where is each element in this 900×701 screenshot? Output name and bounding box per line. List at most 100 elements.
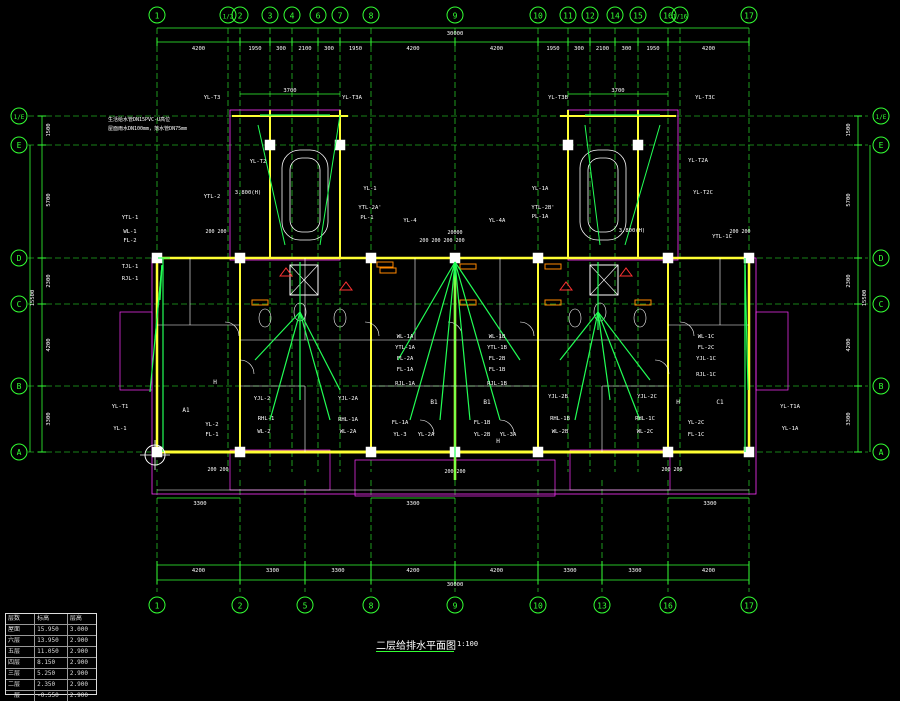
axis-bubble-label: 9 <box>453 12 458 21</box>
dimension-total: 30000 <box>447 31 464 37</box>
pipe-label: FL-1B <box>489 367 506 373</box>
axis-bubble-label: 10 <box>533 12 543 21</box>
drain-pipe <box>597 311 651 381</box>
fixture <box>379 267 397 274</box>
pipe-label: RJL-1A <box>395 381 416 387</box>
axis-bubble-label: 11 <box>563 12 573 21</box>
axis-bubble-label: 7 <box>338 12 343 21</box>
dimension-value: 1950 <box>349 46 362 52</box>
pipe-label: WL-2B <box>552 429 569 435</box>
pipe-label: YL-T3 <box>204 95 221 101</box>
stair-well <box>579 149 627 241</box>
pipe-label: YL-T2A <box>688 158 709 164</box>
pipe-label: RHL-1B <box>550 416 571 422</box>
axis-bubble-label: 3 <box>268 12 273 21</box>
sanitary-fixture <box>568 308 582 328</box>
axis-bubble-label: 2 <box>238 602 243 611</box>
axis-bubble-label: 9 <box>453 602 458 611</box>
pipe-label: RJL-1C <box>696 372 716 378</box>
dimension-value: 2100 <box>298 46 311 52</box>
dimension-value: 4200 <box>846 338 852 351</box>
axis-bubble <box>10 377 28 395</box>
drain-pipe <box>559 311 599 361</box>
pipe-label: YJL-2A <box>338 396 359 402</box>
annotation-note: 屋面雨水DN100mm，落水管DN75mm <box>108 125 187 132</box>
axis-bubble <box>740 6 758 24</box>
pipe-label: FL-2C <box>698 345 715 351</box>
fixture <box>544 299 562 306</box>
structural-column <box>334 139 346 151</box>
axis-bubble-label: D <box>17 254 22 263</box>
axis-bubble <box>671 6 689 24</box>
pipe-label: FL-1C <box>688 432 705 438</box>
pipe-label: YL-3A <box>500 432 517 438</box>
sanitary-fixture <box>333 308 347 328</box>
level-cell: 2.350 <box>35 680 68 690</box>
structural-column <box>662 446 674 458</box>
axis-bubble-label: E <box>17 141 22 150</box>
title-underline <box>376 651 454 652</box>
drain-pipe <box>584 124 601 246</box>
dimension-total: 15500 <box>862 290 868 307</box>
axis-bubble-label: 1 <box>155 602 160 611</box>
level-cell: 3.000 <box>69 626 88 633</box>
axis-bubble <box>231 596 249 614</box>
axis-bubble-label: 1 <box>155 12 160 21</box>
pipe-label: TJL-1 <box>122 264 139 270</box>
dimension-value: 200 200 <box>207 467 228 473</box>
axis-bubble <box>529 596 547 614</box>
axis-bubble <box>362 596 380 614</box>
door-swing <box>654 359 670 375</box>
axis-bubble <box>629 6 647 24</box>
axis-bubble <box>10 107 28 125</box>
pipe-label: FL-2B <box>489 356 506 362</box>
level-cell: 2.900 <box>69 637 88 644</box>
axis-bubble <box>10 249 28 267</box>
level-cell: 13.950 <box>35 636 68 646</box>
axis-bubble <box>593 596 611 614</box>
pipe-label: YL-T1A <box>780 404 801 410</box>
stair-wall-outline <box>229 109 341 261</box>
level-cell: 2.900 <box>69 659 88 666</box>
dimension-value: 300 <box>574 46 584 52</box>
level-cell: 层高 <box>69 615 82 622</box>
axis-bubble-label: 10 <box>533 602 543 611</box>
dimension-value: 5700 <box>846 193 852 206</box>
axis-bubble-label: 8 <box>369 602 374 611</box>
dimension-value: 200 200 <box>729 229 750 235</box>
structural-column <box>632 139 644 151</box>
dimension-value: 3300 <box>266 568 279 574</box>
pipe-label: RHL-1C <box>635 416 655 422</box>
level-cell: 二层 <box>6 680 36 690</box>
pipe-label: YTL-2A' <box>358 205 381 211</box>
axis-bubble-label: 1/E <box>14 114 25 121</box>
dimension-value: 2100 <box>596 46 609 52</box>
level-cell: 5.250 <box>35 669 68 679</box>
door-swing <box>224 321 240 337</box>
elevator-x <box>589 264 619 296</box>
pipe-label: YTL-1B <box>487 345 508 351</box>
balcony-outline <box>569 449 671 491</box>
axis-bubble-label: 2 <box>238 12 243 21</box>
dimension-value: 1950 <box>546 46 559 52</box>
axis-bubble-label: B <box>879 382 884 391</box>
structural-column <box>532 252 544 264</box>
dimension-value: 3700 <box>283 88 296 94</box>
axis-bubble <box>659 6 677 24</box>
pipe-label: FL-2 <box>123 238 136 244</box>
pipe-label: YJL-2 <box>254 396 271 402</box>
door-swing <box>519 321 535 337</box>
drawing-title-block: 二层给排水平面图 <box>376 637 456 652</box>
axis-bubble <box>261 6 279 24</box>
axis-bubble <box>10 443 28 461</box>
level-cell: 层数 <box>6 614 36 624</box>
elevation-mark: 3.800(H) <box>235 190 262 196</box>
level-cell: -0.550 <box>35 691 68 701</box>
elevator-shaft <box>289 264 319 296</box>
